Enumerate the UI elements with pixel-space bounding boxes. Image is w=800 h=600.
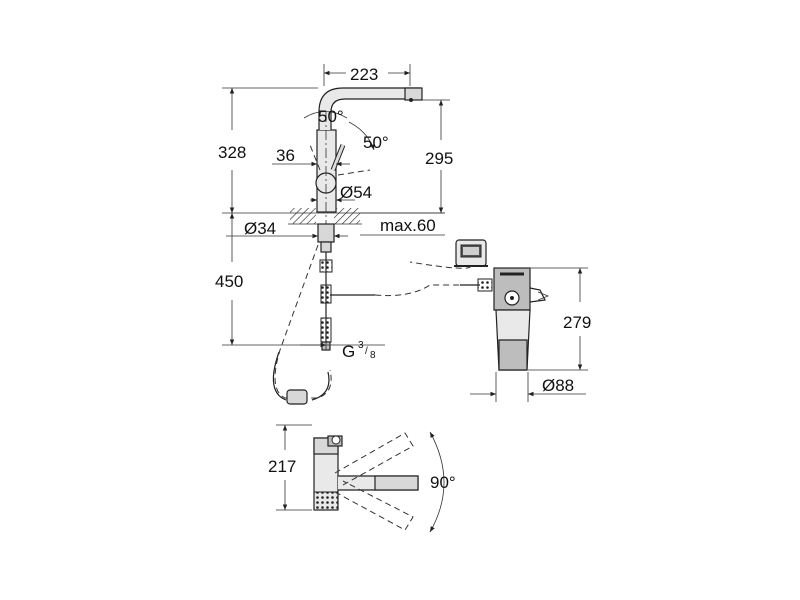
dim-connection-sup: 3	[358, 340, 364, 351]
hose-connector	[319, 259, 333, 273]
spout-head	[404, 87, 423, 101]
dim-body-diameter: Ø54	[340, 183, 372, 202]
dim-below-counter: 450	[215, 272, 243, 291]
dim-total-height: 328	[218, 143, 246, 162]
dim-handle-offset: 36	[276, 146, 295, 165]
dim-hole-diameter: Ø34	[244, 219, 276, 238]
dim-filter-diameter: Ø88	[542, 376, 574, 395]
dim-swivel-angle: 90°	[430, 473, 456, 492]
dim-top-view-width: 217	[268, 457, 296, 476]
shank-nut	[317, 223, 335, 243]
dim-handle-angle-b: 50°	[363, 133, 389, 152]
filter-inlet-connector	[477, 278, 493, 292]
dim-connection-main: G	[342, 342, 355, 361]
faucet-side-view: 223 328 295 50° 50° 36 Ø54 Ø34 max.60	[215, 64, 460, 405]
faucet-top-view: 90° 217	[268, 424, 456, 533]
dim-handle-angle-a: 50°	[318, 107, 344, 126]
dim-connection-sub: 8	[370, 350, 376, 361]
dim-connection-slash: /	[365, 346, 368, 357]
dim-max-thickness: max.60	[380, 216, 436, 235]
dim-spout-height: 295	[425, 149, 453, 168]
faucet-body	[316, 129, 337, 213]
filter-unit: 279 Ø88	[409, 239, 591, 402]
countertop-hatch-right	[334, 208, 360, 224]
pullout-hose-loop	[274, 244, 332, 399]
hose-weight	[286, 389, 308, 405]
dim-filter-height: 279	[563, 313, 591, 332]
countertop-hatch-left	[290, 208, 316, 224]
dim-spout-reach: 223	[350, 65, 378, 84]
